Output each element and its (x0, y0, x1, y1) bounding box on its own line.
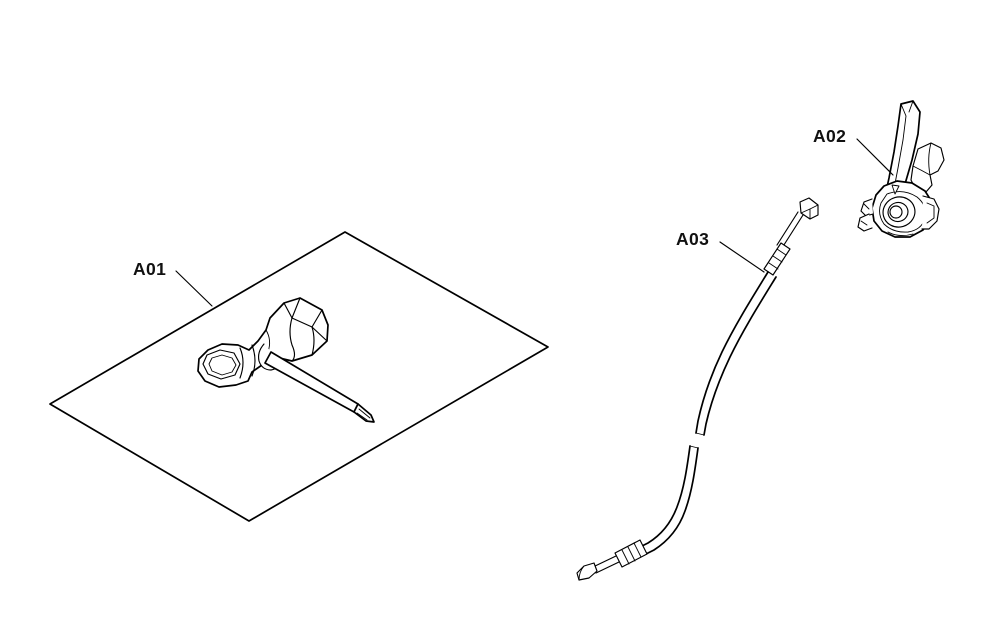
throttle-lever-assembly (857, 100, 945, 238)
wrench-hex-socket-inner (208, 354, 237, 376)
lever-arm-top-facet (908, 100, 914, 113)
callout-leader-a01 (175, 270, 213, 307)
ferrule-band-2 (772, 255, 783, 263)
cable-end-cap (576, 562, 598, 581)
cable-drum-groove (887, 201, 909, 223)
lever-mounting-boss-inner (926, 202, 935, 224)
lever-rear-fin-crease (928, 142, 932, 176)
cable-break-cap-lower (689, 445, 699, 449)
callout-label-a03: A03 (676, 229, 709, 249)
clamp-tab-upper-crease (863, 203, 870, 210)
callout-layer: A01 A02 A03 (133, 126, 894, 307)
lever-index-arrow (891, 184, 900, 195)
cable-break-cap-upper (695, 432, 705, 436)
callout-leader-a03 (719, 241, 765, 273)
wrench-head-facet-a (283, 302, 328, 342)
screwdriver-tip-flute-a (358, 408, 371, 419)
clamp-tab-lower (857, 213, 873, 232)
clamp-tab-lower-crease (860, 220, 868, 226)
cable-casing-upper-left-edge (695, 271, 769, 434)
lever-mounting-boss (921, 195, 940, 230)
callout-leader-a02 (856, 138, 894, 176)
cable-drum-hub (889, 205, 903, 219)
cable-inner-wire-lower-a (592, 555, 617, 568)
cable-casing-upper-right-edge (703, 276, 777, 436)
wrench-head-facet-b (291, 297, 301, 319)
housing-contour-ring-outer (879, 191, 927, 233)
wrench-socket-barrel-ridge (239, 347, 244, 379)
cable-casing-lower-left-edge (639, 445, 691, 548)
screwdriver-tip-flute-b (356, 412, 368, 421)
ferrule-band-1 (776, 248, 787, 256)
cable-inner-wire-upper (781, 214, 804, 249)
callout-label-a02: A02 (813, 126, 846, 146)
cable-inner-wire-upper-b (776, 211, 799, 246)
lower-ferrule-band-1 (633, 542, 642, 558)
spark-plug-wrench (197, 297, 375, 423)
cable-end-cap-rim (578, 565, 585, 581)
cable-casing-lower-right-edge (645, 447, 699, 555)
lever-rear-fin-edge (912, 165, 931, 176)
lower-ferrule-band-3 (621, 549, 630, 565)
callout-label-a01: A01 (133, 259, 166, 279)
throttle-control-cable (576, 197, 819, 581)
wrench-socket-barrel-ridge-2 (251, 344, 256, 377)
wrench-head-facet-d (289, 317, 296, 362)
cable-inner-wire-lower-b (595, 561, 620, 574)
wrench-head-facet-c (311, 309, 323, 328)
lever-rear-fin (910, 142, 945, 193)
housing-skirt-line (887, 231, 914, 237)
wrench-head-facet-e (311, 326, 315, 356)
lower-ferrule-band-2 (627, 546, 636, 562)
ferrule-band-3 (768, 262, 779, 270)
